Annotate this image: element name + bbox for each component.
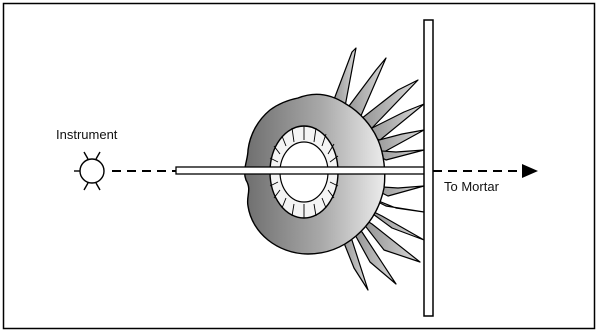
vertical-board	[424, 20, 433, 316]
instrument-label: Instrument	[56, 127, 118, 142]
to-mortar-label: To Mortar	[444, 179, 500, 194]
direction-stake	[176, 167, 426, 174]
